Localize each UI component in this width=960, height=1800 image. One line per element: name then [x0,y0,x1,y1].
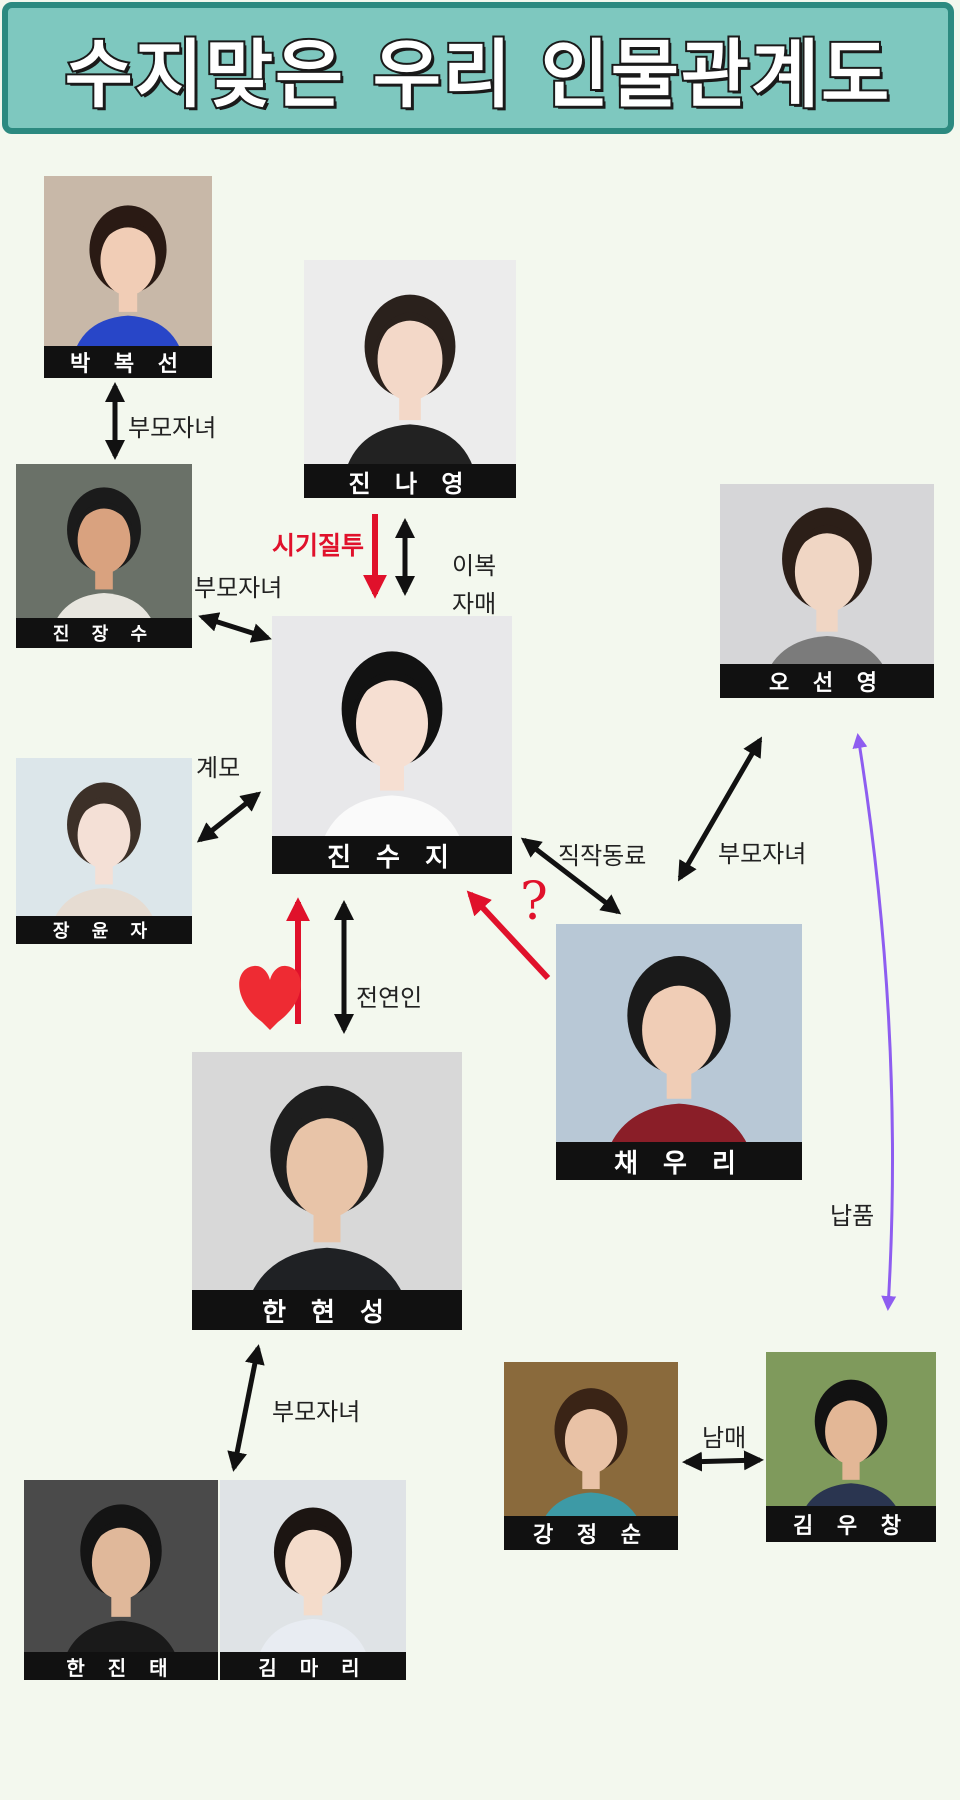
arrow-jungsoon-woochang [682,1450,764,1472]
person-jin-nayoung: 진 나 영 [304,260,516,498]
person-kim-mari: 김 마 리 [220,1480,406,1680]
portrait-photo [24,1480,218,1680]
portrait-photo [272,616,512,874]
portrait-photo [192,1052,462,1330]
label-half-sister-1: 이복 [452,552,497,580]
nameplate: 진 나 영 [304,464,516,498]
person-chae-woori: 채 우 리 [556,924,802,1180]
person-kang-jungsoon: 강 정 순 [504,1362,678,1550]
arrow-yunja-suji [196,791,262,843]
label-supply: 납품 [830,1202,875,1230]
nameplate: 한 현 성 [192,1290,462,1330]
nameplate: 진 수 지 [272,836,512,874]
nameplate: 강 정 순 [504,1516,678,1550]
page-title: 수지맞은 우리 인물관계도 [63,30,892,120]
person-han-hyunsung: 한 현 성 [192,1052,462,1330]
person-jang-yunja: 장 윤 자 [16,758,192,944]
label-siblings: 남매 [702,1424,747,1452]
person-park-bokseon: 박 복 선 [44,176,212,378]
person-oh-sunyoung: 오 선 영 [720,484,934,698]
arrow-hyunsung-parents [227,1344,265,1472]
label-parent-child-park-jangsu: 부모자녀 [128,414,217,442]
portrait-photo [16,464,192,648]
nameplate: 한 진 태 [24,1652,218,1680]
title-banner: 수지맞은 우리 인물관계도 [2,2,954,134]
label-half-sister-2: 자매 [452,590,497,618]
portrait-photo [220,1480,406,1680]
portrait-photo [44,176,212,378]
person-kim-woochang: 김 우 창 [766,1352,936,1542]
arrow-jangsu-suji [198,612,272,643]
portrait-photo [304,260,516,498]
heart-icon [239,965,301,1030]
person-han-jintae: 한 진 태 [24,1480,218,1680]
label-ex-lover: 전연인 [356,984,423,1012]
label-stepmother: 계모 [196,754,241,782]
portrait-photo [720,484,934,698]
nameplate: 오 선 영 [720,664,934,698]
label-coworker: 직작동료 [558,842,647,870]
nameplate: 채 우 리 [556,1142,802,1180]
nameplate: 진 장 수 [16,618,192,648]
label-parent-child-jangsu-suji: 부모자녀 [194,574,283,602]
label-jealousy: 시기질투 [272,531,365,560]
nameplate: 김 우 창 [766,1506,936,1542]
person-jin-jangsu: 진 장 수 [16,464,192,648]
nameplate: 장 윤 자 [16,916,192,944]
nameplate: 박 복 선 [44,346,212,378]
question-mark: ? [520,872,548,932]
nameplate: 김 마 리 [220,1652,406,1680]
label-parent-child-hyunsung: 부모자녀 [272,1398,361,1426]
label-parent-child-sunyoung-woori: 부모자녀 [718,840,807,868]
portrait-photo [504,1362,678,1550]
person-jin-suji: 진 수 지 [272,616,512,874]
